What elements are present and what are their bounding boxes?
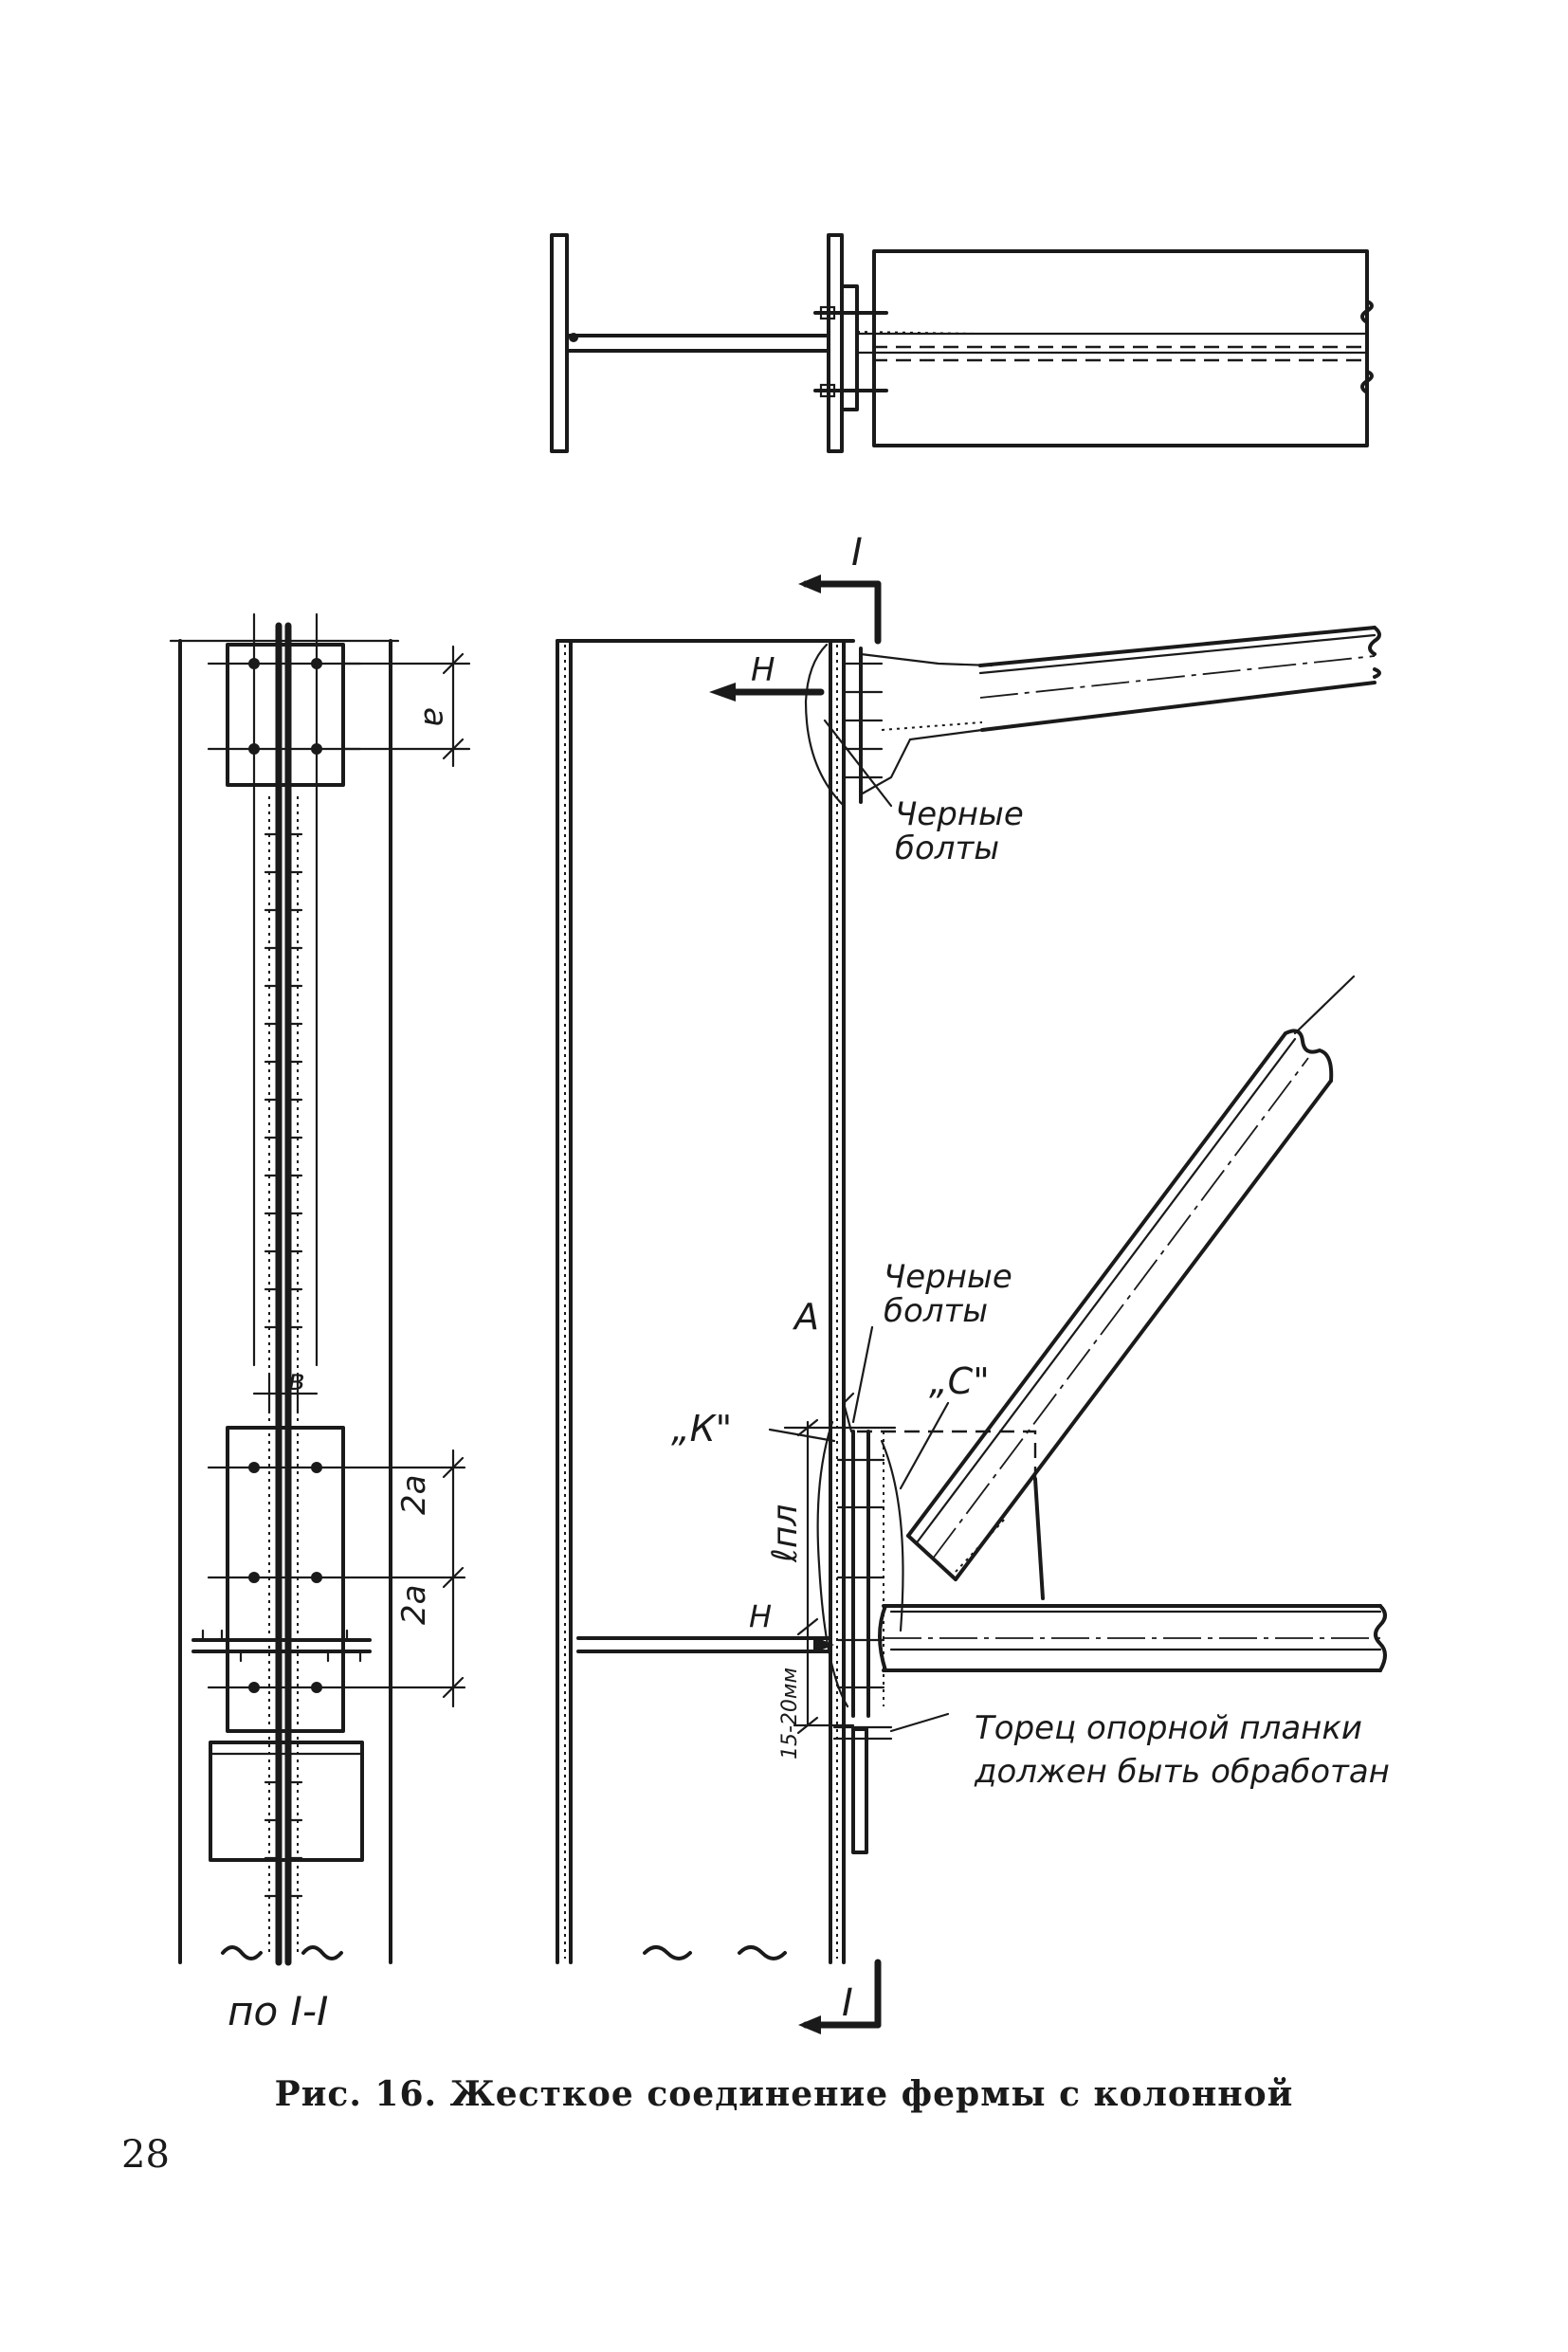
note-line-1: Торец опорной планки [975,1709,1362,1747]
force-h-bottom: H [749,1598,772,1634]
section-mark-bottom: I [842,1981,853,2025]
label-k: „К" [671,1408,732,1449]
bolts-label-top-line2: болты [895,830,999,867]
bolts-label-mid-line2: болты [884,1292,988,1330]
dim-2a-lower: 2a [395,1585,433,1625]
elevation-view [556,574,1387,2034]
plan-right-flange [827,233,844,453]
plan-end-plate [840,284,859,411]
label-a: A [792,1296,819,1338]
section-bottom-block [209,1741,364,1862]
plan-view [550,233,1374,453]
force-h-top: H [751,651,775,689]
label-l-pl: ℓпл [766,1504,805,1563]
dim-b: в [288,1364,305,1397]
bolts-label-mid-line1: Черные [884,1258,1012,1296]
dim-a: a [416,707,454,727]
section-support-plate [226,1426,345,1733]
plan-chord-outline [872,249,1369,447]
label-c: „С" [929,1360,990,1402]
page-number: 28 [121,2133,170,2177]
view-label: по I-I [228,1988,328,2034]
section-mark-top: I [851,531,863,574]
bolts-label-top-line1: Черные [895,795,1024,833]
plan-left-flange [550,233,569,453]
figure-caption: Рис. 16. Жесткое соединение фермы с коло… [274,2074,1294,2114]
dim-2a-upper: 2a [395,1475,433,1515]
section-top-plate [226,643,345,787]
note-line-2: должен быть обработан [974,1753,1390,1791]
section-view [169,612,471,1966]
label-gap: 15-20мм [778,1668,802,1759]
